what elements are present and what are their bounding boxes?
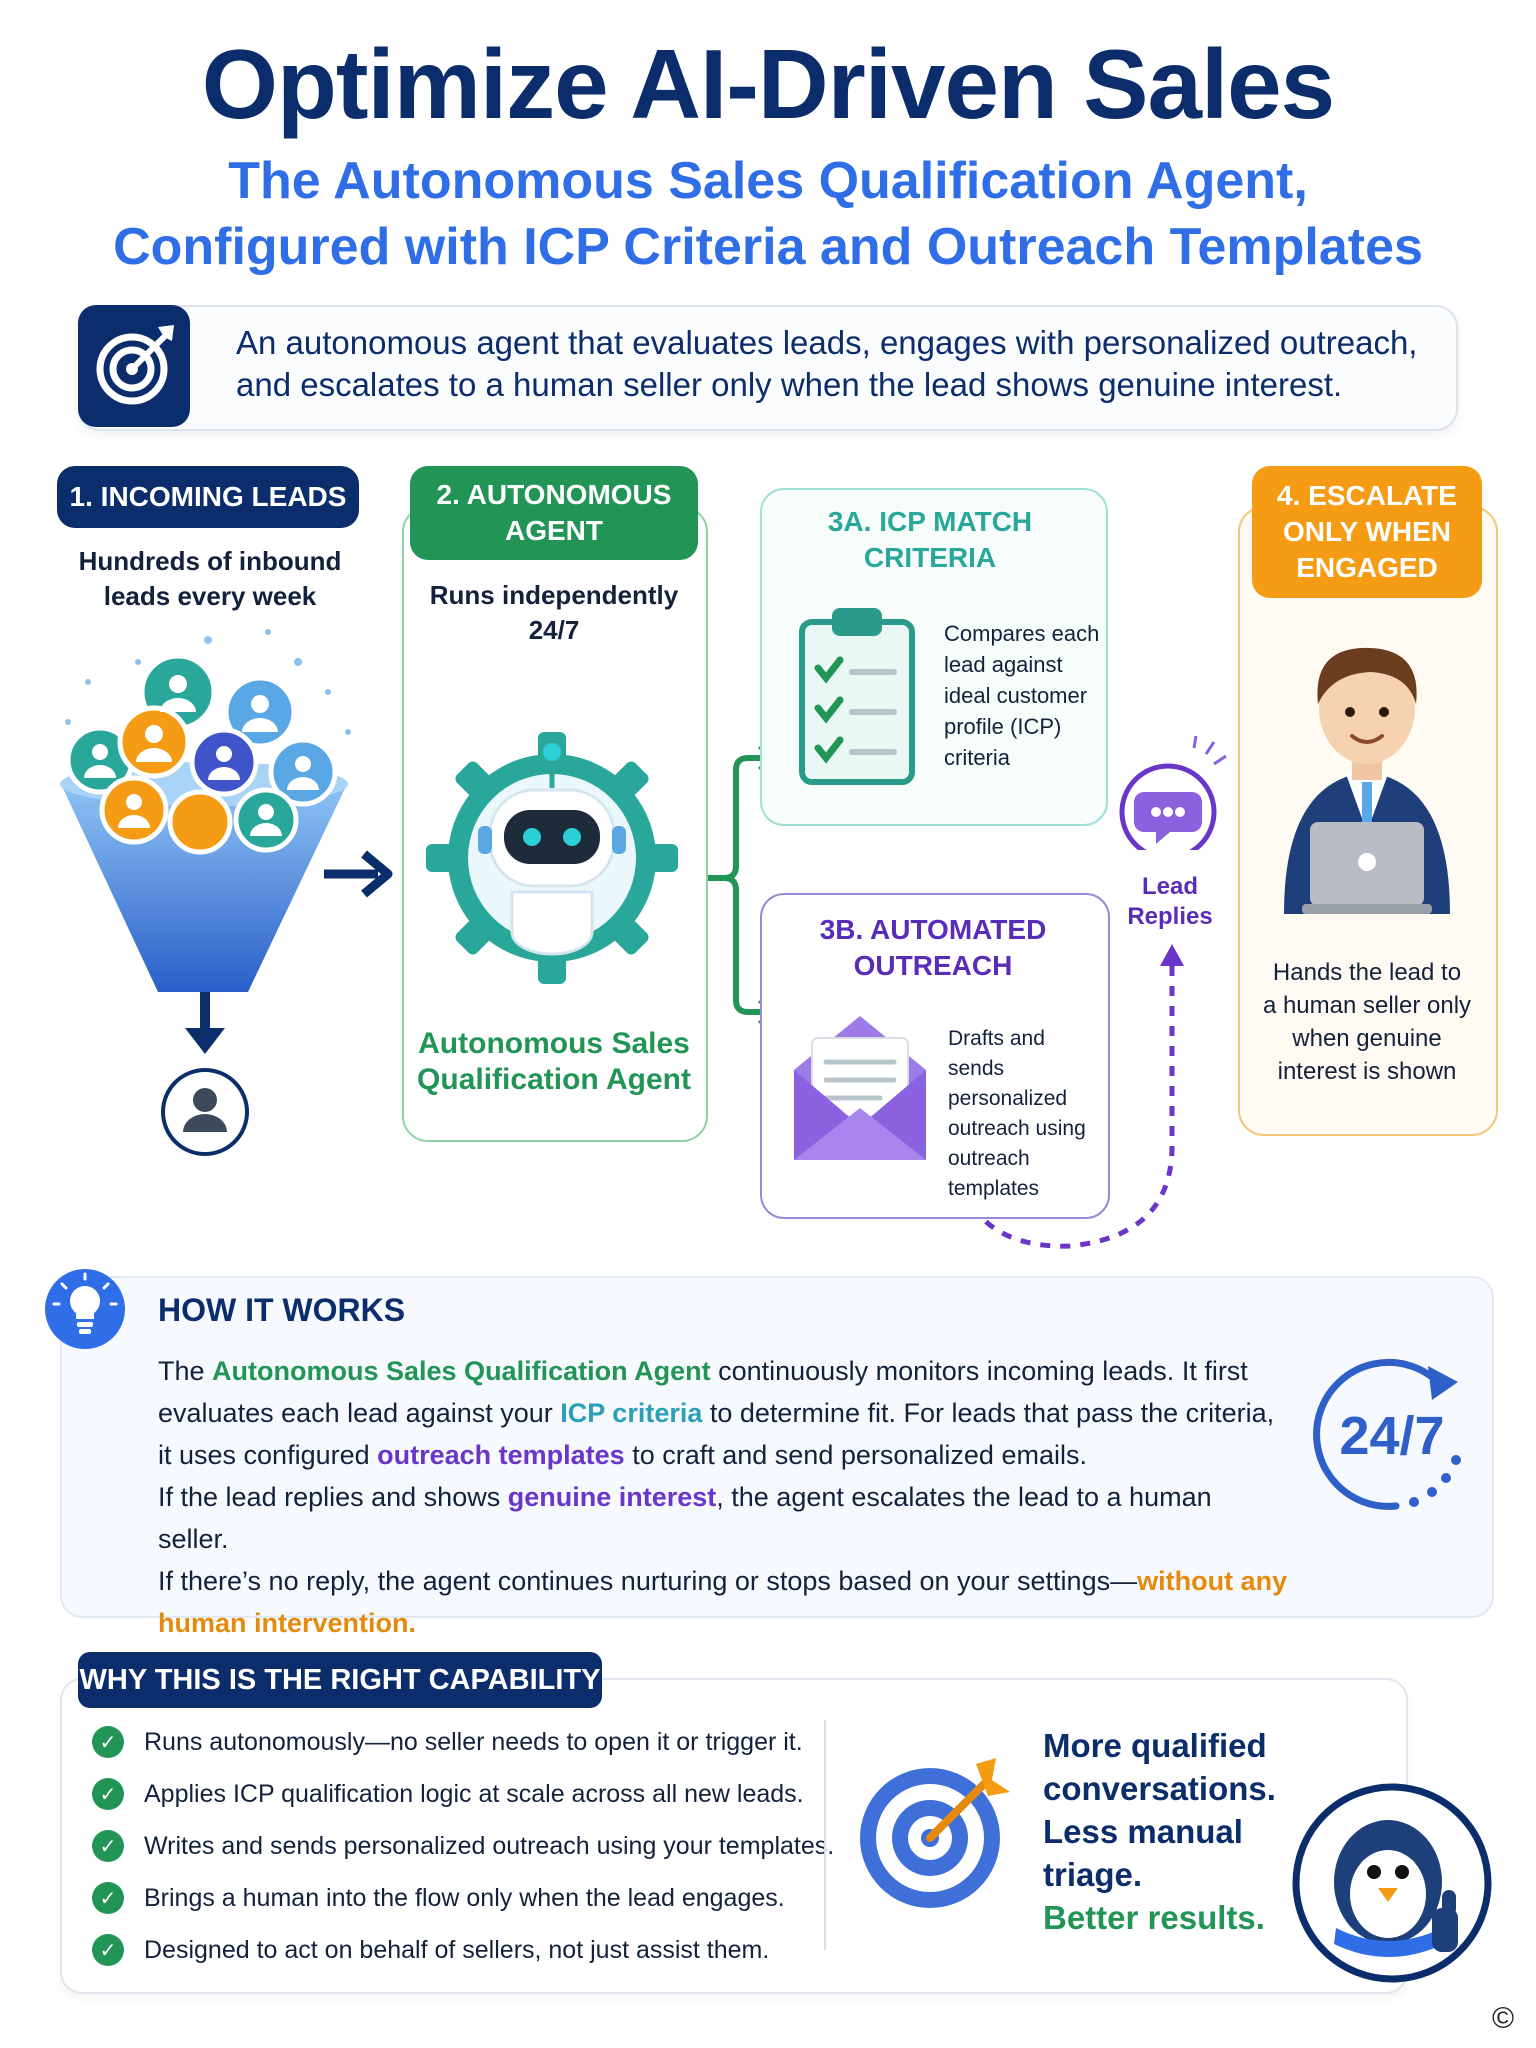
step1-desc-line-2: leads every week [103, 581, 317, 611]
why-box [60, 1678, 1408, 1994]
results-line: conversations. [1043, 1770, 1276, 1807]
target-arrow-icon [78, 305, 190, 427]
subtitle-line-2: Configured with ICP Criteria and Outreac… [113, 218, 1423, 276]
intro-line-1: An autonomous agent that evaluates leads… [236, 324, 1418, 361]
why-item: ✓Writes and sends personalized outreach … [92, 1830, 834, 1862]
step3a-desc-line: ideal customer [944, 683, 1088, 708]
check-circle-icon: ✓ [92, 1830, 124, 1862]
highlight-templates: outreach templates [377, 1440, 625, 1470]
step3a-label: 3A. ICP MATCH CRITERIA [780, 500, 1080, 580]
step3b-desc: Drafts and sends personalized outreach u… [948, 1024, 1106, 1204]
highlight-agent: Autonomous Sales Qualification Agent [212, 1356, 711, 1386]
step4-desc-line: a human seller only [1262, 992, 1472, 1019]
step4-desc-line: Hands the lead to [1272, 959, 1462, 986]
results-line-highlight: Better results. [1043, 1899, 1265, 1936]
arrow-right-icon [324, 850, 393, 898]
lead-avatar-icons [65, 653, 338, 855]
lead-replies-line-2: Replies [1127, 903, 1213, 930]
human-seller-icon [1284, 647, 1450, 914]
step3b-label-line-1: 3B. AUTOMATED [819, 914, 1047, 945]
agent-name-line-1: Autonomous Sales [418, 1027, 690, 1060]
copyright-mark: © [1492, 2002, 1515, 2035]
page-subtitle: The Autonomous Sales Qualification Agent… [0, 148, 1536, 280]
why-item: ✓Designed to act on behalf of sellers, n… [92, 1934, 769, 1966]
results-line: triage. [1043, 1856, 1143, 1893]
step3a-label-line-1: 3A. ICP MATCH [827, 506, 1033, 537]
how-paragraph-1: The Autonomous Sales Qualification Agent… [158, 1356, 1275, 1470]
step3b-desc-line: personalized [948, 1087, 1068, 1110]
results-line: More qualified [1043, 1727, 1267, 1764]
why-item: ✓Runs autonomously—no seller needs to op… [92, 1726, 803, 1758]
how-paragraph-2: If the lead replies and shows genuine in… [158, 1482, 1212, 1554]
step4-label-line-3: ENGAGED [1296, 552, 1438, 583]
step3a-desc-line: Compares each [944, 621, 1100, 646]
agent-name-line-2: Qualification Agent [417, 1063, 691, 1096]
step2-label-line-2: AGENT [504, 515, 603, 546]
step2-label: 2. AUTONOMOUS AGENT [410, 466, 698, 560]
robot-gear-icon [426, 732, 678, 984]
step4-label-line-1: 4. ESCALATE [1277, 480, 1457, 511]
step1-desc: Hundreds of inbound leads every week [60, 544, 360, 614]
step3b-desc-line: Drafts and sends [948, 1027, 1045, 1080]
step3b-desc-line: outreach using [948, 1117, 1086, 1140]
intro-line-2: and escalates to a human seller only whe… [236, 366, 1343, 403]
highlight-no-human: without any human intervention. [158, 1566, 1288, 1638]
how-it-works-text: The Autonomous Sales Qualification Agent… [158, 1350, 1288, 1644]
results-tagline: More qualified conversations. Less manua… [1043, 1724, 1276, 1939]
step2-label-line-1: 2. AUTONOMOUS [436, 479, 672, 510]
step3a-label-line-2: CRITERIA [863, 542, 997, 573]
intro-box [78, 305, 1458, 431]
results-line: Less manual [1043, 1813, 1243, 1850]
step3b-label: 3B. AUTOMATED OUTREACH [760, 912, 1106, 984]
always-on-badge: 24/7 [1339, 1406, 1444, 1466]
clipboard-checklist-icon [799, 608, 915, 785]
target-bullseye-icon [860, 1758, 1010, 1908]
how-it-works-title: HOW IT WORKS [158, 1292, 406, 1328]
reply-dashed-arrow [980, 944, 1184, 1249]
highlight-interest: genuine interest [507, 1482, 717, 1512]
step3b-desc-line: outreach [948, 1147, 1030, 1170]
step4-desc: Hands the lead to a human seller only wh… [1240, 956, 1494, 1088]
step4-label-line-2: ONLY WHEN [1282, 516, 1451, 547]
how-it-works-box [60, 1276, 1494, 1618]
step3a-desc-line: criteria [944, 745, 1011, 770]
check-circle-icon: ✓ [92, 1882, 124, 1914]
agent-name: Autonomous Sales Qualification Agent [404, 1026, 704, 1098]
page-title: Optimize AI-Driven Sales [201, 29, 1335, 139]
step4-desc-line: interest is shown [1277, 1058, 1457, 1085]
section-divider [824, 1720, 826, 1950]
step2-desc-line-1: Runs independently [429, 580, 679, 610]
lightbulb-icon [45, 1269, 125, 1349]
check-circle-icon: ✓ [92, 1778, 124, 1810]
clock-cycle-icon: 24/7 [1313, 1358, 1461, 1510]
penguin-mascot-icon [1292, 1783, 1492, 1983]
check-circle-icon: ✓ [92, 1934, 124, 1966]
why-title: WHY THIS IS THE RIGHT CAPABILITY [78, 1652, 602, 1708]
step4-label: 4. ESCALATE ONLY WHEN ENGAGED [1252, 466, 1482, 598]
chat-bubble-icon [1119, 735, 1227, 850]
step3a-desc-line: profile (ICP) [944, 714, 1062, 739]
subtitle-line-1: The Autonomous Sales Qualification Agent… [228, 152, 1308, 210]
intro-text: An autonomous agent that evaluates leads… [236, 322, 1436, 406]
why-item: ✓Brings a human into the flow only when … [92, 1882, 785, 1914]
step3b-desc-line: templates [948, 1177, 1040, 1200]
lead-funnel-illustration [60, 629, 351, 1156]
envelope-letter-icon [794, 1016, 926, 1160]
step4-desc-line: when genuine [1292, 1025, 1442, 1052]
lead-replies-line-1: Lead [1141, 873, 1198, 900]
step3a-desc-line: lead against [944, 652, 1063, 677]
step3a-desc: Compares each lead against ideal custome… [944, 618, 1104, 773]
step2-desc: Runs independently 24/7 [404, 578, 704, 648]
step1-desc-line-1: Hundreds of inbound [78, 546, 342, 576]
how-paragraph-3: If there’s no reply, the agent continues… [158, 1566, 1288, 1638]
step2-desc-line-2: 24/7 [528, 615, 580, 645]
highlight-icp: ICP criteria [560, 1398, 703, 1428]
step3b-label-line-2: OUTREACH [853, 950, 1013, 981]
why-item: ✓Applies ICP qualification logic at scal… [92, 1778, 804, 1810]
lead-replies-label: Lead Replies [1110, 872, 1230, 932]
check-circle-icon: ✓ [92, 1726, 124, 1758]
step1-label: 1. INCOMING LEADS [57, 466, 359, 528]
